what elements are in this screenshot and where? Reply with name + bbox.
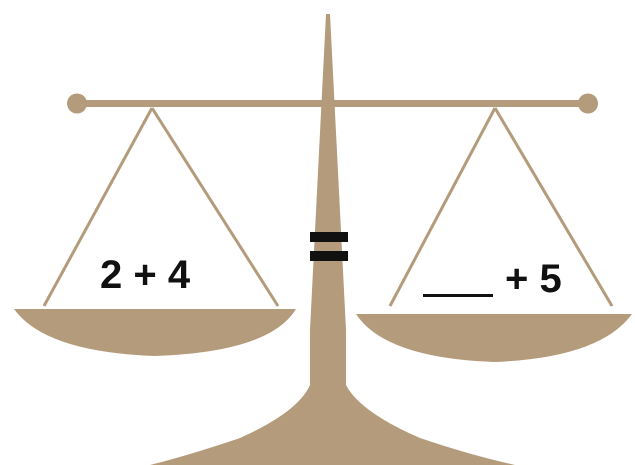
right-expression: + 5 [505,257,562,301]
right-pan [356,314,632,362]
answer-blank [423,294,493,297]
beam-end-right [578,94,598,114]
left-expression: 2 + 4 [100,253,191,297]
beam-end-left [67,94,87,114]
scale-beam [78,100,588,107]
right-hanger [390,108,612,306]
left-pan [14,309,296,356]
